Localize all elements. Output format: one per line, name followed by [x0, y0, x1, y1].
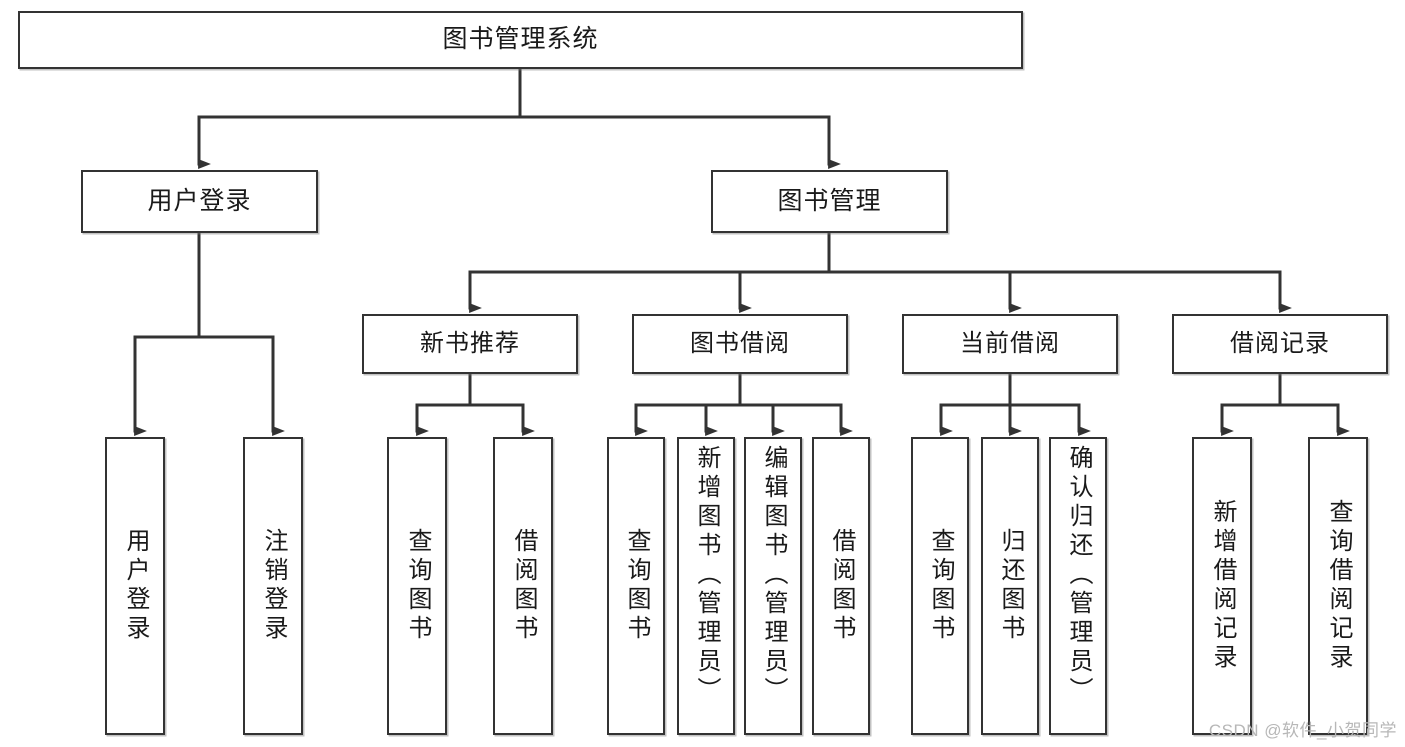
node-book-borrow[interactable]: 图书借阅	[632, 314, 848, 374]
node-leaf-edit-book-admin[interactable]: 编辑图书（管理员）	[744, 437, 802, 735]
node-leaf-logout-label: 注销登录	[260, 528, 287, 644]
node-leaf-return-books-label: 归还图书	[997, 528, 1024, 644]
node-leaf-add-borrow-record[interactable]: 新增借阅记录	[1192, 437, 1252, 735]
node-leaf-add-book-admin[interactable]: 新增图书（管理员）	[677, 437, 735, 735]
node-book-management-label: 图书管理	[777, 186, 882, 215]
node-leaf-user-login-label: 用户登录	[122, 528, 149, 644]
node-leaf-add-borrow-record-label: 新增借阅记录	[1209, 499, 1236, 673]
node-leaf-borrow-books-recommend-label: 借阅图书	[510, 528, 537, 644]
node-leaf-borrow-books-recommend[interactable]: 借阅图书	[493, 437, 553, 735]
node-leaf-query-books-current[interactable]: 查询图书	[911, 437, 969, 735]
node-leaf-query-borrow-record-label: 查询借阅记录	[1325, 499, 1352, 673]
node-book-management[interactable]: 图书管理	[711, 170, 948, 233]
node-leaf-query-books-recommend[interactable]: 查询图书	[387, 437, 447, 735]
node-current-borrow-label: 当前借阅	[960, 329, 1060, 357]
node-leaf-edit-book-admin-label: 编辑图书（管理员）	[760, 445, 787, 706]
node-leaf-confirm-return-admin[interactable]: 确认归还（管理员）	[1049, 437, 1107, 735]
node-current-borrow[interactable]: 当前借阅	[902, 314, 1118, 374]
node-leaf-confirm-return-admin-label: 确认归还（管理员）	[1065, 445, 1092, 706]
node-borrow-records-label: 借阅记录	[1230, 329, 1330, 357]
node-root-system[interactable]: 图书管理系统	[18, 11, 1023, 69]
node-leaf-query-books-borrow[interactable]: 查询图书	[607, 437, 665, 735]
node-user-login-label: 用户登录	[147, 186, 252, 215]
node-leaf-borrow-books-label: 借阅图书	[828, 528, 855, 644]
node-leaf-borrow-books[interactable]: 借阅图书	[812, 437, 870, 735]
node-user-login[interactable]: 用户登录	[81, 170, 318, 233]
node-new-book-recommend-label: 新书推荐	[420, 329, 520, 357]
node-new-book-recommend[interactable]: 新书推荐	[362, 314, 578, 374]
node-leaf-add-book-admin-label: 新增图书（管理员）	[693, 445, 720, 706]
node-borrow-records[interactable]: 借阅记录	[1172, 314, 1388, 374]
node-root-system-label: 图书管理系统	[442, 25, 599, 54]
node-leaf-user-login[interactable]: 用户登录	[105, 437, 165, 735]
csdn-watermark: CSDN @软件_小贺同学	[1208, 721, 1397, 740]
node-book-borrow-label: 图书借阅	[690, 329, 790, 357]
node-leaf-query-books-recommend-label: 查询图书	[404, 528, 431, 644]
node-leaf-query-borrow-record[interactable]: 查询借阅记录	[1308, 437, 1368, 735]
node-leaf-query-books-borrow-label: 查询图书	[623, 528, 650, 644]
node-leaf-logout[interactable]: 注销登录	[243, 437, 303, 735]
node-leaf-return-books[interactable]: 归还图书	[981, 437, 1039, 735]
node-leaf-query-books-current-label: 查询图书	[927, 528, 954, 644]
